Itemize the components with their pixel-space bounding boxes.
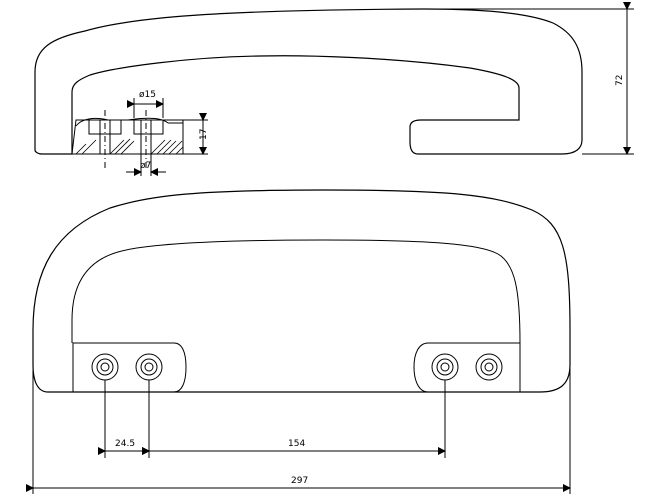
top-view-outline [35,9,582,154]
dimension-17: 17 [183,113,209,155]
phi15-label: ø15 [139,90,156,100]
dimension-154: 154 [142,380,446,458]
boss-section [72,110,183,168]
right-mount-foot [414,343,520,392]
top-view: ø15 ø7 17 72 [35,2,634,176]
dimension-phi15: ø15 [127,90,164,118]
dim24-5-label: 24.5 [115,439,135,449]
front-view: 24.5 154 297 [26,190,571,494]
dim72-label: 72 [615,75,625,86]
right-hole-outer [476,354,502,380]
handle-inner-arch [72,240,520,343]
dimension-24-5: 24.5 [98,380,150,458]
handle-outer-arch [33,190,570,392]
dim17-label: 17 [199,129,209,140]
dimension-297: 297 [26,365,571,494]
dim154-label: 154 [288,439,305,449]
left-hole-outer [92,354,118,380]
left-mount-foot [73,343,186,392]
dimension-phi7: ø7 [126,154,166,176]
left-hole-inner [136,354,162,380]
right-hole-inner [432,354,458,380]
dim297-label: 297 [291,476,308,486]
phi7-label: ø7 [140,161,151,171]
dimension-72: 72 [427,2,634,155]
